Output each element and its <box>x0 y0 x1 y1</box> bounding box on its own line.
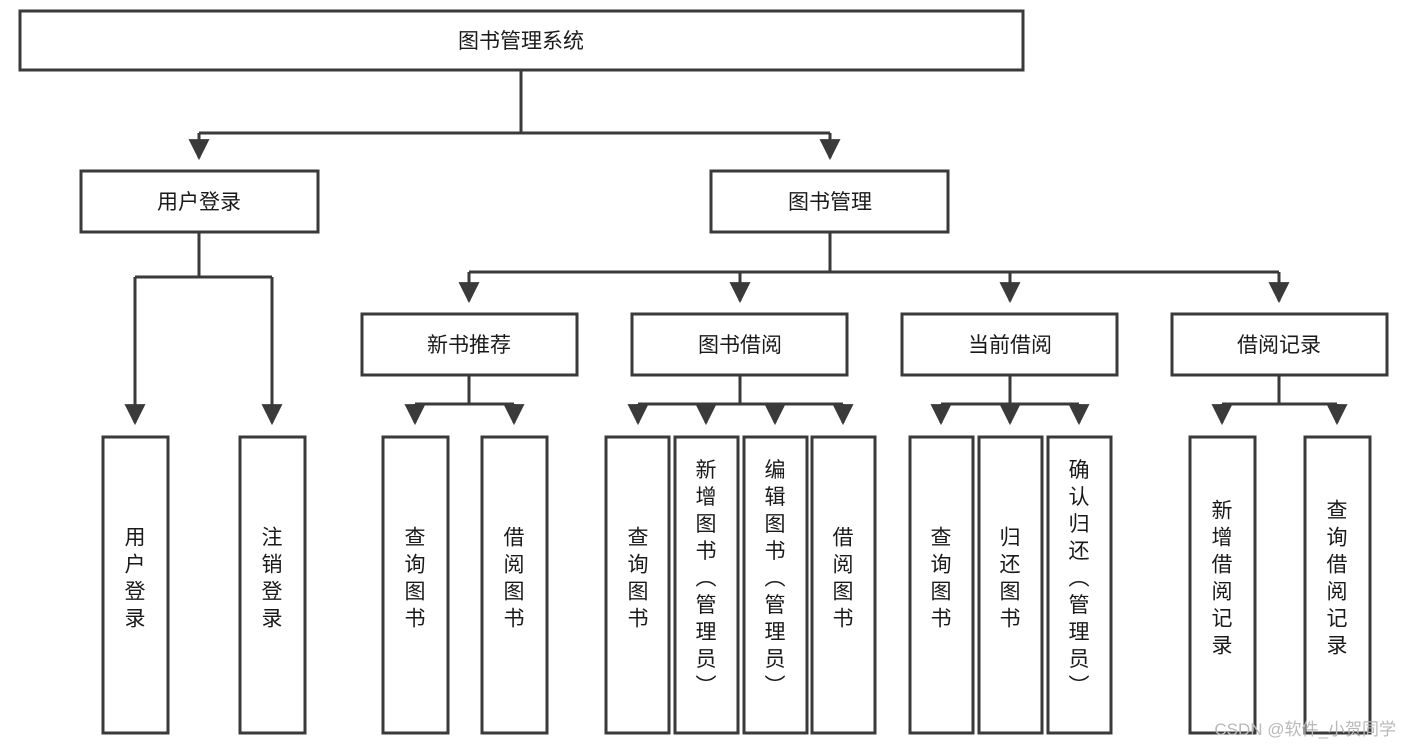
leaf-box-borrow-4 <box>810 435 877 735</box>
leaf-label-borrow-1: 查询图书 <box>628 527 649 631</box>
connector-lines <box>124 70 1348 426</box>
node-borrow-record-label: 借阅记录 <box>1237 334 1321 357</box>
node-new-book-recommend-label: 新书推荐 <box>427 334 511 357</box>
leaf-label-newbook-2: 借阅图书 <box>504 527 525 631</box>
node-new-book-recommend[interactable]: 新书推荐 <box>360 312 579 377</box>
leaf-box-record-2 <box>1303 435 1372 735</box>
leaf-label-record-2: 查询借阅记录 <box>1327 500 1348 658</box>
node-current-borrow-label: 当前借阅 <box>968 334 1052 357</box>
leaf-box-user-login-2 <box>238 435 307 735</box>
leaf-label-user-login-1: 用户登录 <box>125 527 146 631</box>
node-user-login[interactable]: 用户登录 <box>79 169 320 234</box>
node-book-borrow-label: 图书借阅 <box>698 334 782 357</box>
node-root[interactable]: 图书管理系统 <box>18 9 1025 72</box>
leaf-label-current-1: 查询图书 <box>931 527 952 631</box>
node-root-label: 图书管理系统 <box>458 30 584 53</box>
leaf-box-borrow-2 <box>673 435 740 735</box>
leaf-boxes <box>101 435 1372 735</box>
leaf-label-current-3: 确认归还︵管理员︶ <box>1069 459 1090 698</box>
leaf-box-borrow-1 <box>604 435 671 735</box>
leaf-label-record-1: 新增借阅记录 <box>1212 500 1233 658</box>
leaf-label-newbook-1: 查询图书 <box>405 527 426 631</box>
csdn-watermark: CSDN @软件_小贺同学 <box>1214 720 1396 739</box>
node-current-borrow[interactable]: 当前借阅 <box>900 312 1119 377</box>
node-borrow-record[interactable]: 借阅记录 <box>1170 312 1389 377</box>
leaf-box-newbook-1 <box>381 435 450 735</box>
node-book-manage-label: 图书管理 <box>788 191 872 214</box>
leaf-label-user-login-2: 注销登录 <box>262 527 283 631</box>
node-user-login-label: 用户登录 <box>157 191 241 214</box>
leaf-box-current-3 <box>1046 435 1113 735</box>
leaf-label-borrow-4: 借阅图书 <box>833 527 854 631</box>
leaf-label-borrow-3: 编辑图书︵管理员︶ <box>765 459 786 698</box>
leaf-labels: 用户登录 注销登录 查询图书 借阅图书 查询图书 新增图书︵管理员︶ 编辑图书︵… <box>125 459 1348 698</box>
leaf-box-record-1 <box>1188 435 1257 735</box>
leaf-box-borrow-3 <box>742 435 809 735</box>
leaf-box-current-1 <box>908 435 975 735</box>
leaf-box-newbook-2 <box>480 435 549 735</box>
leaf-box-user-login-1 <box>101 435 170 735</box>
leaf-label-borrow-2: 新增图书︵管理员︶ <box>696 459 717 698</box>
node-book-manage[interactable]: 图书管理 <box>709 169 950 234</box>
leaf-box-current-2 <box>977 435 1044 735</box>
node-book-borrow[interactable]: 图书借阅 <box>630 312 849 377</box>
leaf-label-current-2: 归还图书 <box>1000 527 1021 631</box>
